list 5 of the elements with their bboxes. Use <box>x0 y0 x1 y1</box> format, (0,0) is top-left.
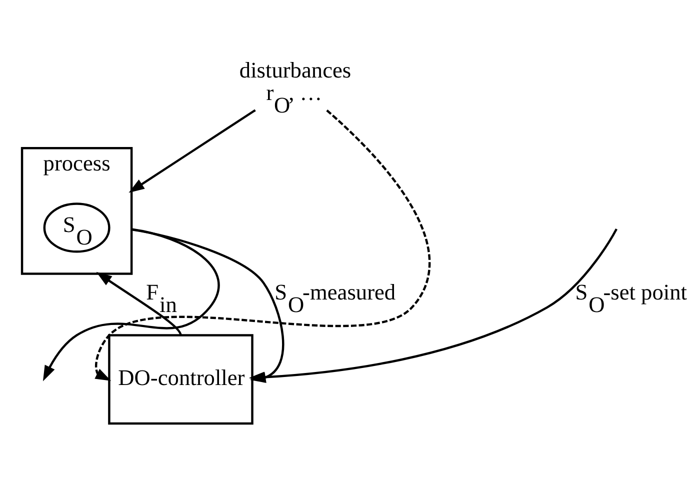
arrow <box>94 109 430 380</box>
arrow <box>42 228 220 381</box>
node-box: DO-controller <box>108 334 254 424</box>
arrow <box>96 271 182 336</box>
arrow <box>128 108 256 192</box>
